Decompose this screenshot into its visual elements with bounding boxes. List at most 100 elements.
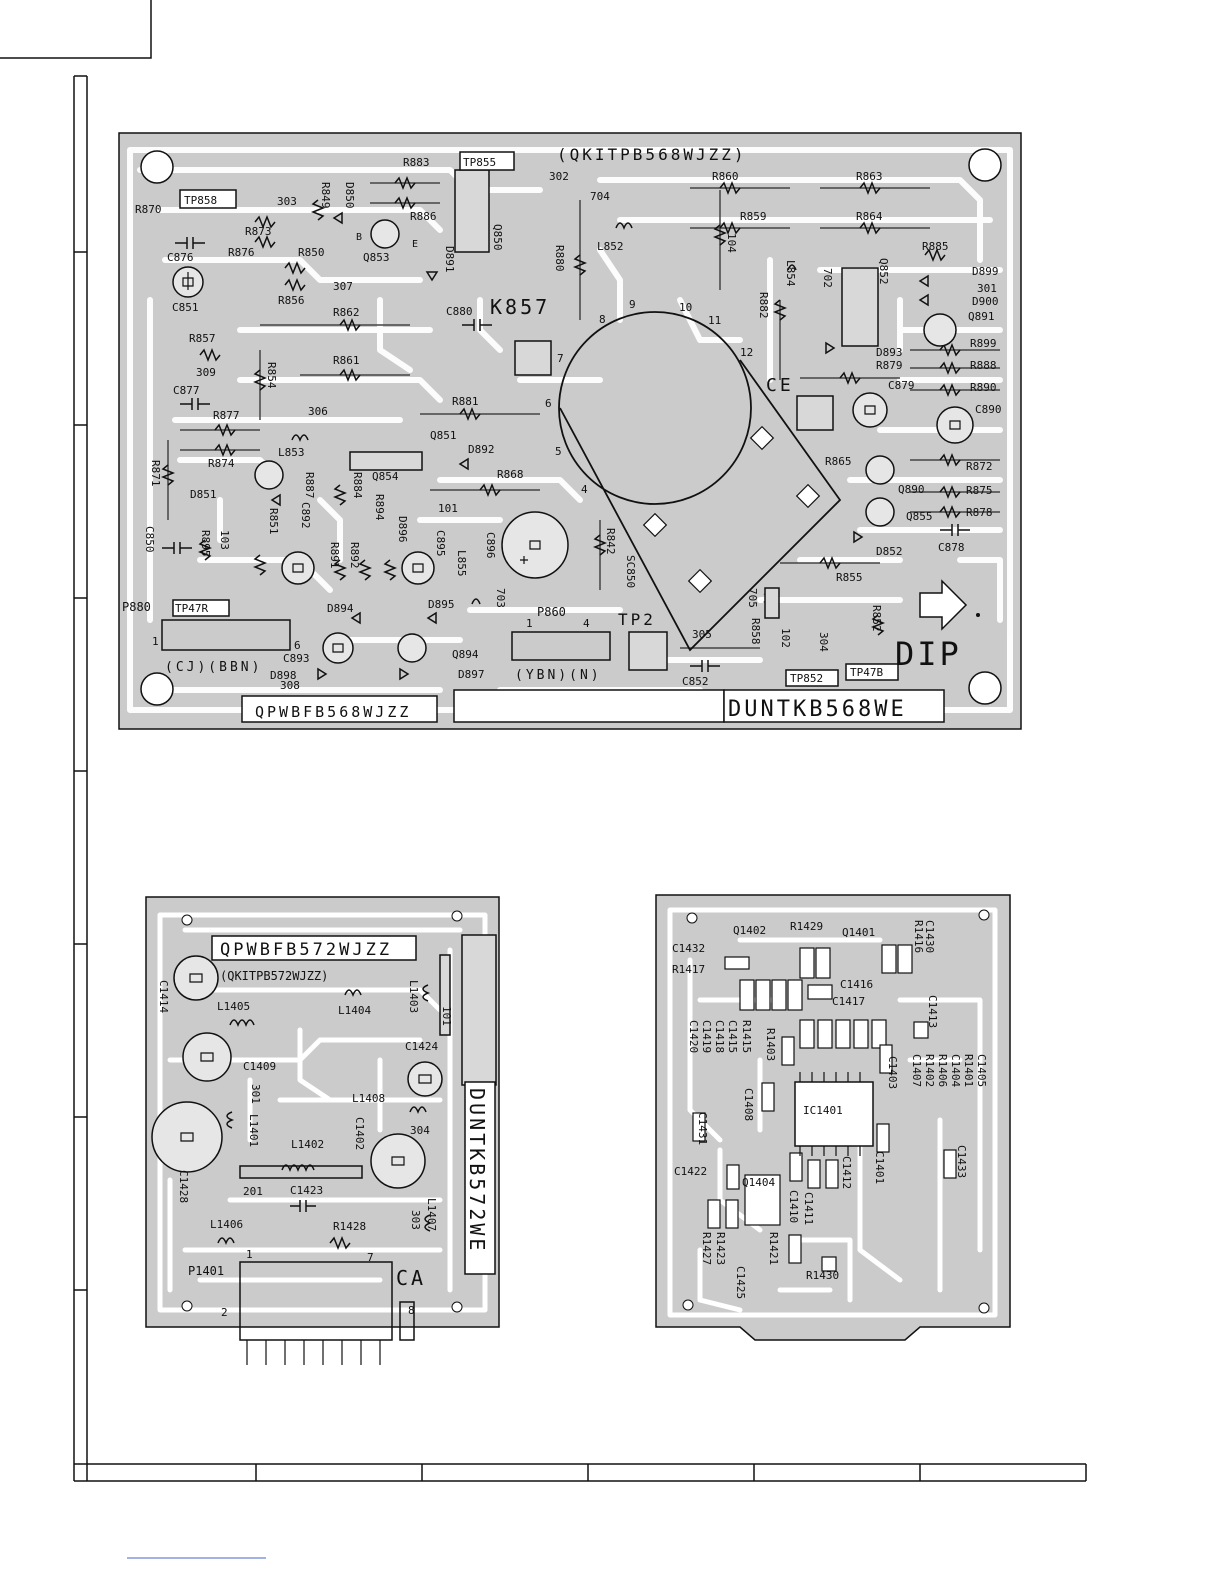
component-label: R1401: [962, 1054, 975, 1087]
component-label: L1407: [425, 1198, 438, 1231]
component-label: 7: [367, 1251, 374, 1264]
component-label: R1428: [333, 1220, 366, 1233]
component-label: 705: [746, 588, 759, 608]
component-label: Q851: [430, 429, 457, 442]
component-label: D851: [190, 488, 217, 501]
main-pwb-code: QPWBFB568WJZZ: [255, 703, 411, 721]
component-label: C1409: [243, 1060, 276, 1073]
component-label: E: [412, 239, 418, 250]
component-label: L1406: [210, 1218, 243, 1231]
component-label: R862: [333, 306, 360, 319]
component-label: Q850: [491, 224, 504, 251]
component-label: C892: [299, 502, 312, 529]
component-label: Q894: [452, 648, 479, 661]
component-label: 305: [692, 628, 712, 641]
tp2-label: TP2: [618, 610, 656, 629]
component-label: R863: [856, 170, 883, 183]
component-label: R1415: [740, 1020, 753, 1053]
component-label: 6: [545, 397, 552, 410]
component-label: TP858: [184, 194, 217, 207]
component-label: Q1401: [842, 926, 875, 939]
component-label: R865: [825, 455, 852, 468]
component-label: 12: [740, 346, 753, 359]
bl-pwb-code: QPWBFB572WJZZ: [220, 940, 392, 960]
component-label: R876: [228, 246, 255, 259]
component-label: R858: [749, 618, 762, 645]
component-label: R1406: [936, 1054, 949, 1087]
component-label: 101: [438, 502, 458, 515]
component-label: L1405: [217, 1000, 250, 1013]
component-label: R1430: [806, 1269, 839, 1282]
connector-ybn-label: (YBN)(N): [515, 668, 602, 683]
component-label: C1413: [926, 995, 939, 1028]
component-label: Q853: [363, 251, 390, 264]
component-label: D900: [972, 295, 999, 308]
component-label: R883: [403, 156, 430, 169]
component-label: 304: [817, 632, 830, 652]
connector-p880-label: P880: [122, 600, 151, 614]
component-label: 1: [152, 635, 159, 648]
component-label: C1405: [975, 1054, 988, 1087]
component-label: C1431: [696, 1112, 709, 1145]
component-label: R874: [208, 457, 235, 470]
component-label: R891: [328, 542, 341, 569]
component-label: 6: [294, 639, 301, 652]
component-label: C1417: [832, 995, 865, 1008]
component-label: R887: [303, 472, 316, 499]
component-label: L852: [597, 240, 624, 253]
component-label: C896: [484, 532, 497, 559]
component-label: R868: [497, 468, 524, 481]
component-label: 4: [583, 617, 590, 630]
component-label: 307: [333, 280, 353, 293]
component-label: 201: [243, 1185, 263, 1198]
component-label: 10: [679, 301, 692, 314]
component-label: R884: [351, 472, 364, 499]
component-label: R879: [876, 359, 903, 372]
component-label: Q891: [968, 310, 995, 323]
component-label: R885: [922, 240, 949, 253]
component-label: 309: [196, 366, 216, 379]
component-label: R857: [189, 332, 216, 345]
component-label: 1: [526, 617, 533, 630]
component-label: C1418: [713, 1020, 726, 1053]
component-label: R873: [245, 225, 272, 238]
component-label: TP47B: [850, 666, 883, 679]
component-label: R870: [135, 203, 162, 216]
component-label: 2: [221, 1306, 228, 1319]
component-label: C890: [975, 403, 1002, 416]
component-label: L855: [455, 550, 468, 577]
component-label: R886: [410, 210, 437, 223]
component-label: 303: [409, 1210, 422, 1230]
component-label: R872: [966, 460, 993, 473]
component-label: 301: [249, 1084, 262, 1104]
component-label: C1422: [674, 1165, 707, 1178]
component-label: 104: [725, 233, 738, 253]
component-label: TP852: [790, 672, 823, 685]
component-label: R875: [966, 484, 993, 497]
component-label: C893: [283, 652, 310, 665]
component-label: R877: [213, 409, 240, 422]
component-label: R1417: [672, 963, 705, 976]
component-label: C1408: [742, 1088, 755, 1121]
component-label: L1403: [407, 980, 420, 1013]
component-label: R859: [740, 210, 767, 223]
component-label: C1407: [910, 1054, 923, 1087]
component-label: 7: [557, 352, 564, 365]
component-label: C877: [173, 384, 200, 397]
component-label: R842: [604, 528, 617, 555]
component-label: R899: [970, 337, 997, 350]
component-label: C851: [172, 301, 199, 314]
component-label: R890: [970, 381, 997, 394]
component-label: 4: [581, 483, 588, 496]
main-part-number: (QKITPB568WJZZ): [557, 145, 747, 164]
component-label: D899: [972, 265, 999, 278]
main-unit-code: DUNTKB568WE: [728, 697, 907, 722]
component-label: C1403: [886, 1056, 899, 1089]
component-label: SC850: [624, 555, 637, 588]
component-label: 304: [410, 1124, 430, 1137]
component-label: D896: [396, 516, 409, 543]
